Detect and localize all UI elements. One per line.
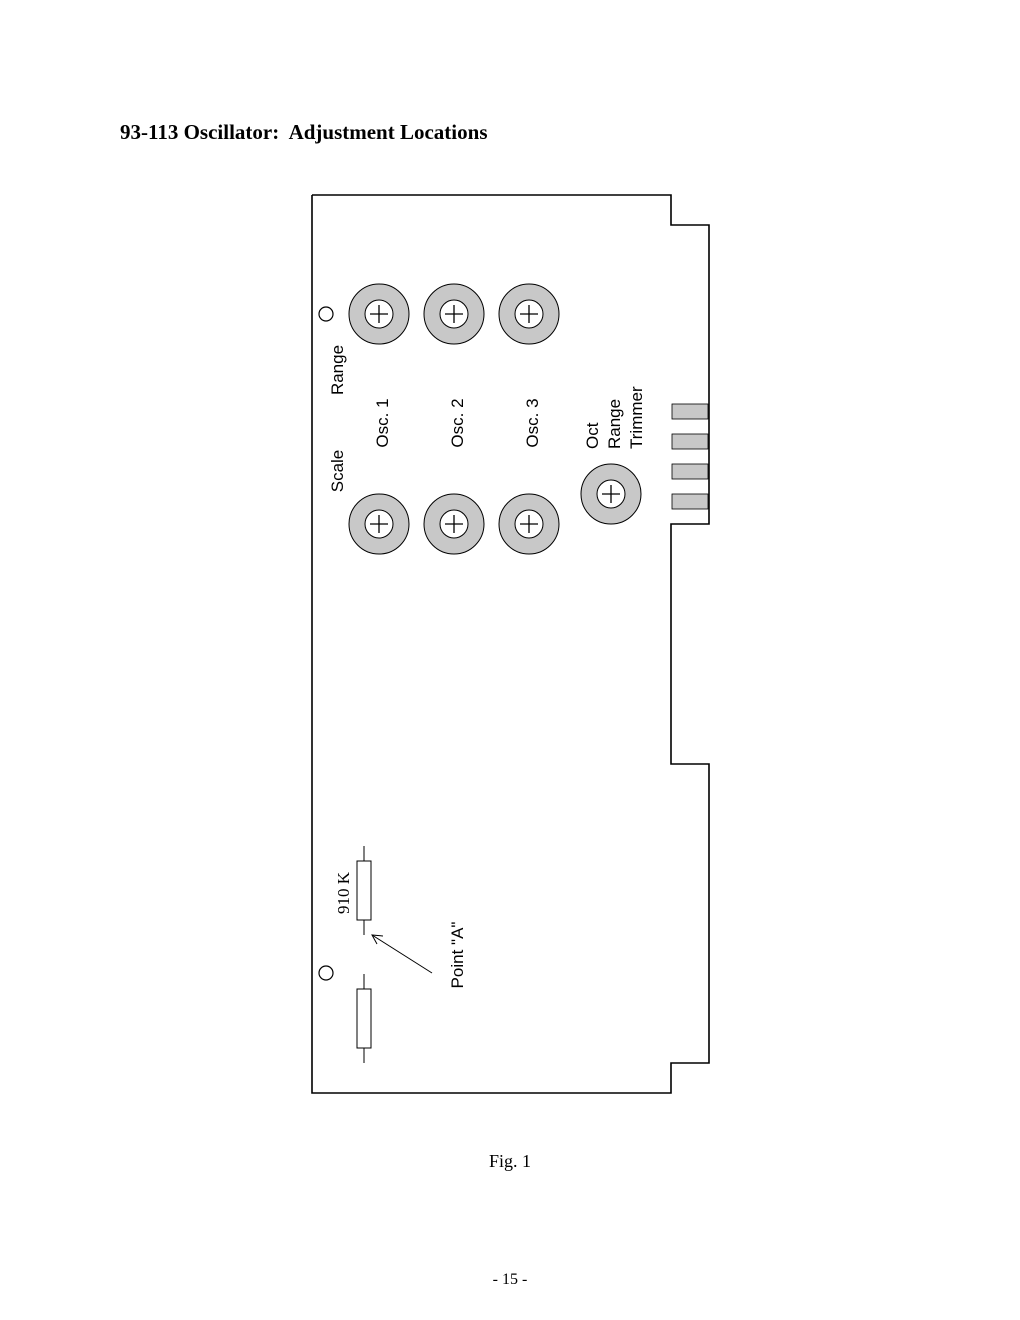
range-trimmer-osc3[interactable] xyxy=(498,283,560,345)
page-number: - 15 - xyxy=(492,1271,528,1288)
mounting-hole-top xyxy=(318,306,334,322)
edge-connector xyxy=(671,403,709,510)
point-a-label: Point "A" xyxy=(448,922,467,989)
resistor xyxy=(356,974,372,1063)
oct-range-trimmer[interactable] xyxy=(580,463,642,525)
point-a-arrow xyxy=(371,934,433,974)
osc2-label: Osc. 2 xyxy=(448,398,467,447)
range-trimmer-osc1[interactable] xyxy=(348,283,410,345)
scale-trimmer-osc2[interactable] xyxy=(423,493,485,555)
board-outline xyxy=(311,194,710,1094)
oct-label: Oct xyxy=(583,422,602,449)
scale-label: Scale xyxy=(328,450,347,493)
connector-pin xyxy=(671,433,709,450)
resistor-910k xyxy=(356,846,372,935)
page-title: 93-113 Oscillator: Adjustment Locations xyxy=(120,120,488,144)
figure-caption: Fig. 1 xyxy=(488,1151,531,1171)
connector-pin xyxy=(671,493,709,510)
mounting-hole-bottom xyxy=(318,965,334,981)
trimmer-label: Trimmer xyxy=(627,386,646,449)
oct-range-label: Range xyxy=(605,399,624,449)
osc3-label: Osc. 3 xyxy=(523,398,542,447)
range-trimmer-osc2[interactable] xyxy=(423,283,485,345)
range-label: Range xyxy=(328,345,347,395)
scale-trimmer-osc3[interactable] xyxy=(498,493,560,555)
connector-pin xyxy=(671,463,709,480)
connector-pin xyxy=(671,403,709,420)
scale-trimmer-osc1[interactable] xyxy=(348,493,410,555)
osc1-label: Osc. 1 xyxy=(373,398,392,447)
resistor-value-label: 910 K xyxy=(334,871,353,914)
